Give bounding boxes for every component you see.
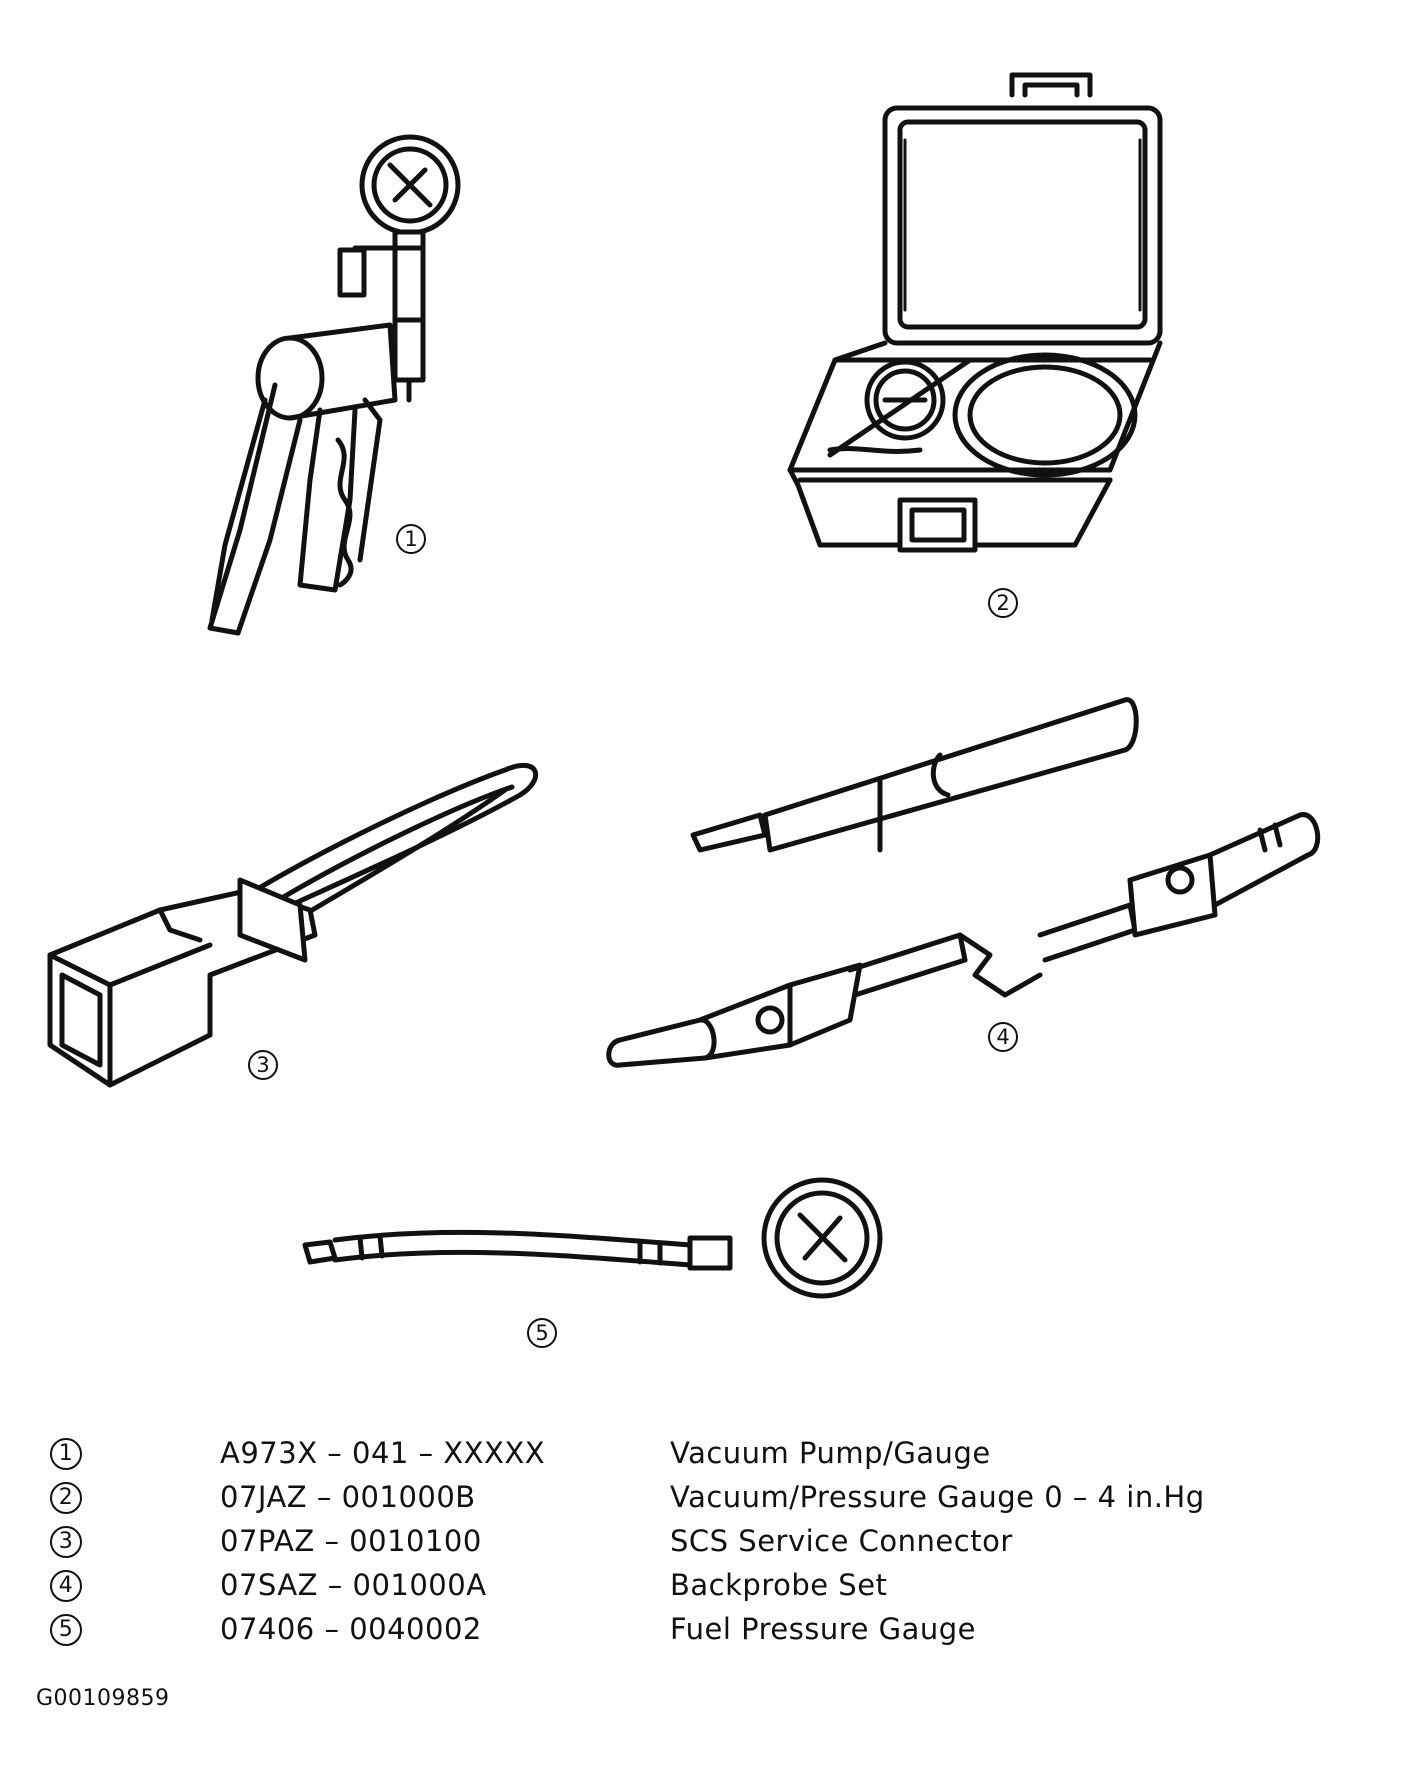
part-description: Vacuum/Pressure Gauge 0 – 4 in.Hg	[670, 1480, 1205, 1514]
part-number: 07SAZ – 001000A	[220, 1568, 487, 1602]
part-number: 07406 – 0040002	[220, 1612, 482, 1646]
backprobe-set-illustration	[606, 697, 1321, 1068]
legend-number: 5	[50, 1614, 82, 1646]
figure-id: G00109859	[36, 1686, 170, 1711]
part-number: 07JAZ – 001000B	[220, 1480, 476, 1514]
legend-number: 4	[50, 1570, 82, 1602]
fuel-pressure-gauge-illustration	[302, 1177, 883, 1299]
callout-1: 1	[396, 524, 426, 554]
part-number: A973X – 041 – XXXXX	[220, 1436, 546, 1470]
scs-connector-illustration	[47, 762, 539, 1088]
legend-number: 2	[50, 1482, 82, 1514]
part-description: SCS Service Connector	[670, 1524, 1013, 1558]
legend-row: 1 A973X – 041 – XXXXX Vacuum Pump/Gauge	[42, 1434, 1342, 1478]
legend-number: 1	[50, 1438, 82, 1470]
vacuum-pump-illustration	[207, 134, 461, 636]
part-description: Fuel Pressure Gauge	[670, 1612, 977, 1646]
legend-row: 5 07406 – 0040002 Fuel Pressure Gauge	[42, 1610, 1342, 1654]
legend-number: 3	[50, 1526, 82, 1558]
parts-legend: 1 A973X – 041 – XXXXX Vacuum Pump/Gauge …	[42, 1434, 1342, 1654]
legend-row: 4 07SAZ – 001000A Backprobe Set	[42, 1566, 1342, 1610]
callout-2: 2	[988, 588, 1018, 618]
part-description: Backprobe Set	[670, 1568, 888, 1602]
callout-4: 4	[988, 1022, 1018, 1052]
legend-row: 2 07JAZ – 001000B Vacuum/Pressure Gauge …	[42, 1478, 1342, 1522]
callout-3: 3	[248, 1050, 278, 1080]
callout-5: 5	[527, 1318, 557, 1348]
legend-row: 3 07PAZ – 0010100 SCS Service Connector	[42, 1522, 1342, 1566]
part-number: 07PAZ – 0010100	[220, 1524, 482, 1558]
part-description: Vacuum Pump/Gauge	[670, 1436, 991, 1470]
gauge-case-illustration	[787, 72, 1163, 553]
